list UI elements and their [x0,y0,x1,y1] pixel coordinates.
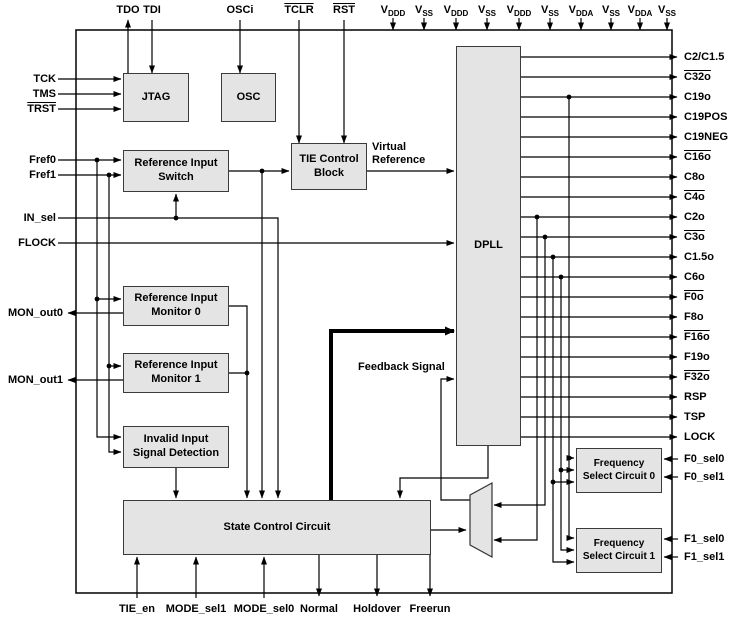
pin-f32o: F32o [684,371,710,383]
virtual-reference-label: Virtual Reference [372,141,426,167]
pin-c19o: C19o [684,91,711,103]
pin-mode-sel0: MODE_sel0 [233,603,295,615]
pin-fref0: Fref0 [29,154,56,166]
pin-c16o: C16o [684,151,711,163]
pin-fref1: Fref1 [29,169,56,181]
pin-tsp: TSP [684,411,706,423]
pin-c4o: C4o [684,191,705,203]
block-reference-input-monitor-1: Reference Input Monitor 1 [123,353,229,393]
block-state-control-circuit: State Control Circuit [123,500,431,555]
pin-vddd-1: VDDD [380,4,406,19]
pin-rsp: RSP [684,391,707,403]
pin-c1p5o: C1.5o [684,251,714,263]
pin-c19neg: C19NEG [684,131,729,143]
pin-c2o: C2o [684,211,705,223]
pin-rst: RST [333,4,355,16]
pin-tdi: TDI [143,4,161,16]
pin-normal: Normal [300,603,338,615]
pin-f1-sel1: F1_sel1 [684,551,725,563]
pin-osci: OSCi [226,4,254,16]
pin-vss-2: VSS [477,4,496,19]
block-dpll: DPLL [456,46,521,446]
pin-f0-sel0: F0_sel0 [684,453,725,465]
tie-bold-wire [329,326,455,500]
junction-dots [94,94,572,485]
pin-flock: FLOCK [18,237,56,249]
pin-vss-1: VSS [414,4,433,19]
block-frequency-select-circuit-0: Frequency Select Circuit 0 [576,448,662,493]
pin-f0o: F0o [684,291,704,303]
block-invalid-input-signal-detection: Invalid Input Signal Detection [123,426,229,468]
pin-f16o: F16o [684,331,710,343]
pin-tclr: TCLR [284,4,314,16]
feedback-signal-label: Feedback Signal [358,361,445,373]
pin-vdda-1: VDDA [568,4,594,19]
pin-f1-sel0: F1_sel0 [684,533,725,545]
pin-freerun: Freerun [409,603,451,615]
pin-f19o: F19o [684,351,710,363]
pin-vddd-3: VDDD [506,4,532,19]
pin-c8o: C8o [684,171,705,183]
block-reference-input-monitor-0: Reference Input Monitor 0 [123,286,229,326]
block-frequency-select-circuit-1: Frequency Select Circuit 1 [576,528,662,573]
pin-in-sel: IN_sel [23,212,56,224]
pin-c2-c1p5: C2/C1.5 [684,51,725,63]
pin-f0-sel1: F0_sel1 [684,471,725,483]
pin-vss-5: VSS [657,4,676,19]
pin-trst: TRST [27,103,56,115]
pin-tie-en: TIE_en [118,603,156,615]
pin-tck: TCK [33,73,56,85]
pin-vss-3: VSS [540,4,559,19]
pin-mon-out1: MON_out1 [8,374,63,386]
pin-vddd-2: VDDD [443,4,469,19]
pin-tms: TMS [32,88,56,100]
block-tie-control: TIE Control Block [291,143,367,190]
pin-vdda-2: VDDA [627,4,653,19]
pin-holdover: Holdover [353,603,401,615]
pin-mode-sel1: MODE_sel1 [165,603,227,615]
pin-c19pos: C19POS [684,111,728,123]
pin-vss-4: VSS [601,4,620,19]
pin-c6o: C6o [684,271,705,283]
block-reference-input-switch: Reference Input Switch [123,150,229,192]
pin-c32o: C32o [684,71,711,83]
block-jtag: JTAG [123,73,189,122]
pin-lock: LOCK [684,431,716,443]
pin-c3o: C3o [684,231,705,243]
pin-f8o: F8o [684,311,704,323]
pin-tdo: TDO [116,4,140,16]
feedback-mux [469,481,493,559]
block-osc: OSC [221,73,276,122]
pin-mon-out0: MON_out0 [8,307,63,319]
